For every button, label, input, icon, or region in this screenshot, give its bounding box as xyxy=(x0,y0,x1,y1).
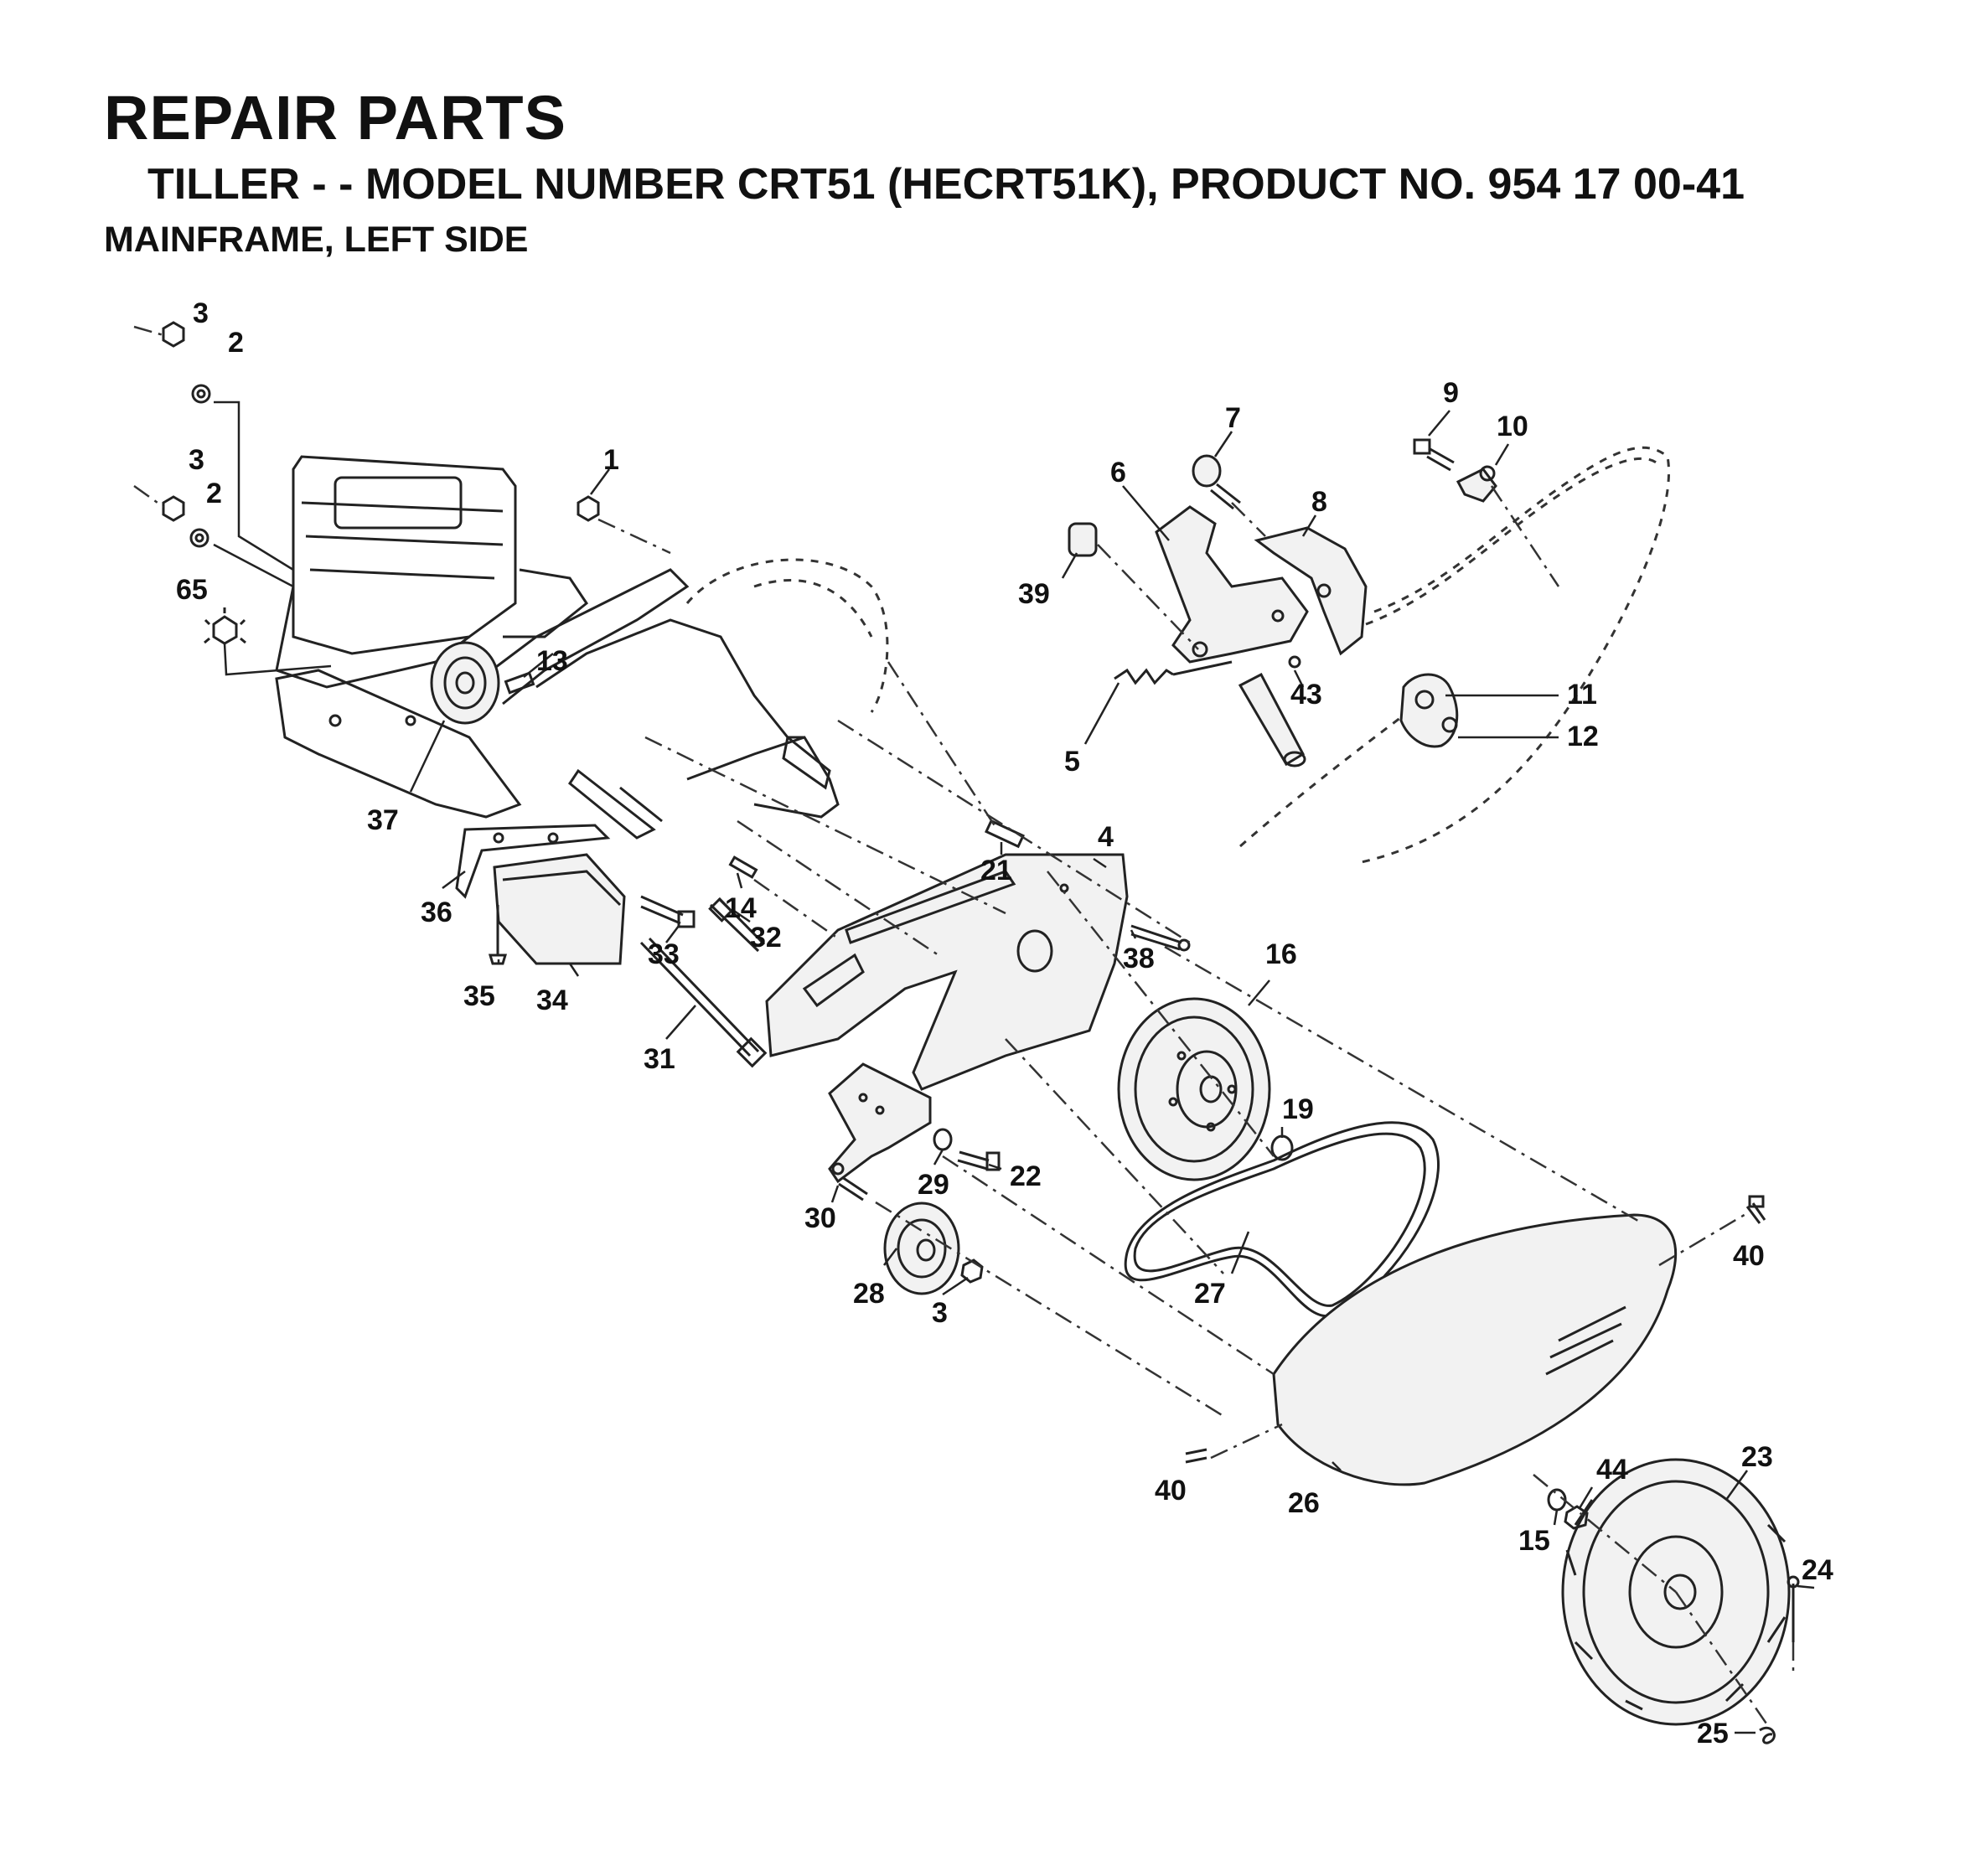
callout-5: 5 xyxy=(1064,746,1080,778)
callout-24: 24 xyxy=(1802,1554,1833,1586)
callout-16: 16 xyxy=(1265,938,1297,970)
pin-21 xyxy=(985,819,1025,849)
set-screw xyxy=(504,671,535,695)
idler-bracket xyxy=(828,1062,932,1184)
mount-plate xyxy=(275,669,522,819)
callout-6: 6 xyxy=(1110,457,1126,488)
callout-21: 21 xyxy=(980,855,1012,886)
nut-3c xyxy=(960,1258,984,1284)
callout-13: 13 xyxy=(536,645,568,677)
washer-2a xyxy=(191,384,211,404)
depth-bar-8 xyxy=(1254,526,1368,656)
frame-tubes xyxy=(468,558,889,840)
callout-23: 23 xyxy=(1741,1441,1773,1473)
callout-2: 2 xyxy=(206,478,222,509)
drive-pulley xyxy=(1117,997,1271,1181)
callout-43: 43 xyxy=(1290,679,1322,711)
callout-44: 44 xyxy=(1596,1454,1628,1486)
section-title: MAINFRAME, LEFT SIDE xyxy=(104,220,529,260)
callout-40: 40 xyxy=(1155,1475,1187,1506)
bolt-7 xyxy=(1192,454,1241,510)
callout-14: 14 xyxy=(725,892,757,924)
callout-33: 33 xyxy=(648,938,680,970)
model-subtitle: TILLER - - MODEL NUMBER CRT51 (HECRT51K)… xyxy=(147,160,1745,209)
washer-2b xyxy=(189,528,209,548)
callout-34: 34 xyxy=(536,985,568,1016)
leader-lines xyxy=(409,410,1815,1734)
callout-1: 1 xyxy=(603,444,619,476)
cable-loop xyxy=(1239,446,1671,865)
lock-knob-39 xyxy=(1068,522,1098,557)
callout-35: 35 xyxy=(463,980,495,1012)
callout-65: 65 xyxy=(176,574,208,606)
callout-10: 10 xyxy=(1497,411,1528,442)
page-title: REPAIR PARTS xyxy=(104,83,566,152)
bolt-35 xyxy=(488,905,508,965)
screw-40b xyxy=(1185,1448,1207,1464)
screw-40a xyxy=(1745,1195,1766,1224)
callout-3: 3 xyxy=(189,444,204,476)
callout-39: 39 xyxy=(1018,578,1050,610)
callout-29: 29 xyxy=(918,1169,949,1201)
callout-12: 12 xyxy=(1567,721,1599,752)
spring-5 xyxy=(1114,660,1233,685)
washer-29 xyxy=(933,1128,953,1151)
callout-31: 31 xyxy=(644,1043,675,1075)
callout-30: 30 xyxy=(804,1202,836,1234)
support-bracket xyxy=(455,824,611,899)
knob-11 xyxy=(1399,673,1459,748)
clip-10 xyxy=(1456,465,1497,503)
callout-19: 19 xyxy=(1282,1093,1314,1125)
callout-3: 3 xyxy=(932,1297,948,1329)
shield-box xyxy=(493,853,626,965)
depth-stake xyxy=(1238,672,1306,767)
callout-11: 11 xyxy=(1567,679,1597,711)
pin-14 xyxy=(728,855,758,879)
bracket-6 xyxy=(1155,505,1309,664)
nut-1 xyxy=(577,495,600,522)
callout-labels: 3 2 3 2 65 1 13 37 36 35 34 33 32 31 14 … xyxy=(176,297,1833,1749)
callout-22: 22 xyxy=(1010,1160,1042,1192)
nut-3a xyxy=(162,321,185,348)
side-plate xyxy=(765,853,1129,1091)
tie-rod xyxy=(639,937,768,1068)
stud-32 xyxy=(708,897,766,953)
callout-3: 3 xyxy=(193,297,209,329)
bolt-33 xyxy=(640,895,696,928)
nut-3b xyxy=(162,495,185,522)
alignment-lines xyxy=(133,325,1795,1727)
callout-27: 27 xyxy=(1194,1278,1226,1310)
clip-25 xyxy=(1759,1726,1776,1744)
nut-65 xyxy=(204,607,246,645)
callout-38: 38 xyxy=(1123,943,1155,974)
drive-belt xyxy=(1124,1121,1440,1318)
callout-8: 8 xyxy=(1311,486,1327,518)
callout-15: 15 xyxy=(1518,1525,1550,1557)
idler-pulley xyxy=(883,1202,960,1295)
bolt-9 xyxy=(1413,438,1455,472)
pin-24 xyxy=(1787,1575,1800,1642)
pin-43 xyxy=(1288,655,1301,669)
tine-shield xyxy=(1272,1213,1678,1486)
callout-2: 2 xyxy=(228,327,244,359)
rod-38 xyxy=(1130,924,1191,952)
callout-36: 36 xyxy=(421,897,452,928)
nut-44 xyxy=(1564,1505,1589,1530)
callout-40: 40 xyxy=(1733,1240,1765,1272)
engine-drawing xyxy=(275,455,589,689)
callout-9: 9 xyxy=(1443,377,1459,409)
bolt-30 xyxy=(838,1176,868,1202)
bolt-22 xyxy=(957,1150,1001,1171)
callout-7: 7 xyxy=(1225,402,1241,434)
callout-32: 32 xyxy=(750,922,782,954)
callout-25: 25 xyxy=(1697,1718,1729,1749)
callout-4: 4 xyxy=(1098,821,1114,853)
callout-37: 37 xyxy=(367,804,399,836)
callout-26: 26 xyxy=(1288,1487,1320,1519)
engine-pulley xyxy=(430,641,500,725)
callout-28: 28 xyxy=(853,1278,885,1310)
